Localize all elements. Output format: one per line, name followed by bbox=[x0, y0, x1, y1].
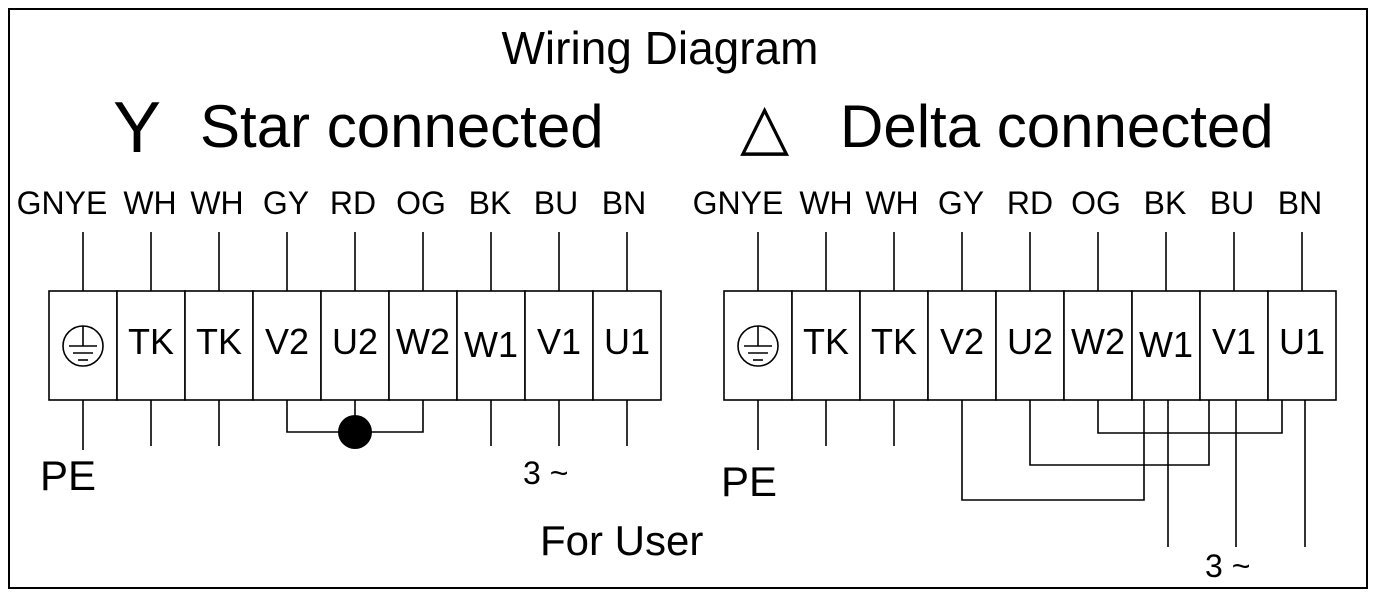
terminal-cell bbox=[791, 290, 861, 401]
color-label-gnye: GNYE bbox=[693, 185, 784, 221]
delta-heading: Delta connected bbox=[840, 93, 1274, 160]
terminal-cell bbox=[184, 290, 254, 401]
terminal-cell bbox=[592, 290, 662, 401]
star-terminal-panel: GNYE WH WH GY RD OG BK BU BN TK TK V2 U2 W2 W1 V1 U1 bbox=[17, 185, 662, 450]
delta-symbol: △ bbox=[740, 90, 790, 162]
terminal-cell bbox=[1131, 290, 1201, 401]
star-point-dot bbox=[338, 415, 372, 449]
color-label-gy: GY bbox=[938, 185, 984, 221]
terminal-label-tk: TK bbox=[871, 321, 917, 362]
terminal-label-u2: U2 bbox=[1007, 321, 1053, 362]
diagram-title: Wiring Diagram bbox=[502, 22, 819, 74]
terminal-cell bbox=[1267, 290, 1337, 401]
star-heading: Star connected bbox=[200, 93, 604, 160]
delta-terminal-panel: GNYE WH WH GY RD OG BK BU BN TK TK V2 U2 W2 W1 V1 U1 bbox=[693, 185, 1337, 547]
delta-pe-label: PE bbox=[721, 458, 777, 505]
terminal-label-tk: TK bbox=[128, 321, 174, 362]
delta-supply-label: 3 ~ bbox=[1205, 548, 1250, 584]
color-label-og: OG bbox=[396, 185, 446, 221]
terminal-cell bbox=[252, 290, 322, 401]
delta-link-w2-u1 bbox=[1097, 400, 1283, 434]
star-symbol: Y bbox=[113, 88, 161, 168]
color-label-rd: RD bbox=[1007, 185, 1053, 221]
terminal-label-tk: TK bbox=[803, 321, 849, 362]
star-pe-label: PE bbox=[40, 452, 96, 499]
color-label-bn: BN bbox=[1278, 185, 1322, 221]
terminal-label-w2: W2 bbox=[1071, 321, 1125, 362]
footer-label: For User bbox=[540, 517, 703, 564]
terminal-label-tk: TK bbox=[196, 321, 242, 362]
delta-link-v2-w1 bbox=[961, 400, 1145, 501]
color-label-og: OG bbox=[1071, 185, 1121, 221]
color-label-bu: BU bbox=[534, 185, 578, 221]
terminal-label-w1: W1 bbox=[464, 324, 518, 365]
terminal-label-v2: V2 bbox=[940, 321, 984, 362]
terminal-label-w2: W2 bbox=[396, 321, 450, 362]
terminal-label-u1: U1 bbox=[604, 321, 650, 362]
terminal-cell bbox=[116, 290, 186, 401]
terminal-label-u1: U1 bbox=[1279, 321, 1325, 362]
ground-symbol-icon bbox=[62, 325, 104, 367]
terminal-cell bbox=[995, 290, 1065, 401]
color-label-bk: BK bbox=[469, 185, 512, 221]
color-label-wh: WH bbox=[799, 185, 852, 221]
terminal-label-u2: U2 bbox=[332, 321, 378, 362]
color-label-wh: WH bbox=[865, 185, 918, 221]
color-label-bn: BN bbox=[602, 185, 646, 221]
color-label-wh: WH bbox=[190, 185, 243, 221]
terminal-label-w1: W1 bbox=[1139, 324, 1193, 365]
color-label-gnye: GNYE bbox=[17, 185, 108, 221]
terminal-label-v2: V2 bbox=[265, 321, 309, 362]
color-label-wh: WH bbox=[123, 185, 176, 221]
star-supply-label: 3 ~ bbox=[523, 455, 568, 491]
ground-symbol-icon bbox=[737, 325, 779, 367]
color-label-rd: RD bbox=[330, 185, 376, 221]
terminal-cell bbox=[859, 290, 929, 401]
color-label-bk: BK bbox=[1144, 185, 1187, 221]
color-label-gy: GY bbox=[263, 185, 309, 221]
terminal-label-v1: V1 bbox=[537, 321, 581, 362]
terminal-label-v1: V1 bbox=[1212, 321, 1256, 362]
outer-frame bbox=[8, 8, 1368, 589]
color-label-bu: BU bbox=[1210, 185, 1254, 221]
